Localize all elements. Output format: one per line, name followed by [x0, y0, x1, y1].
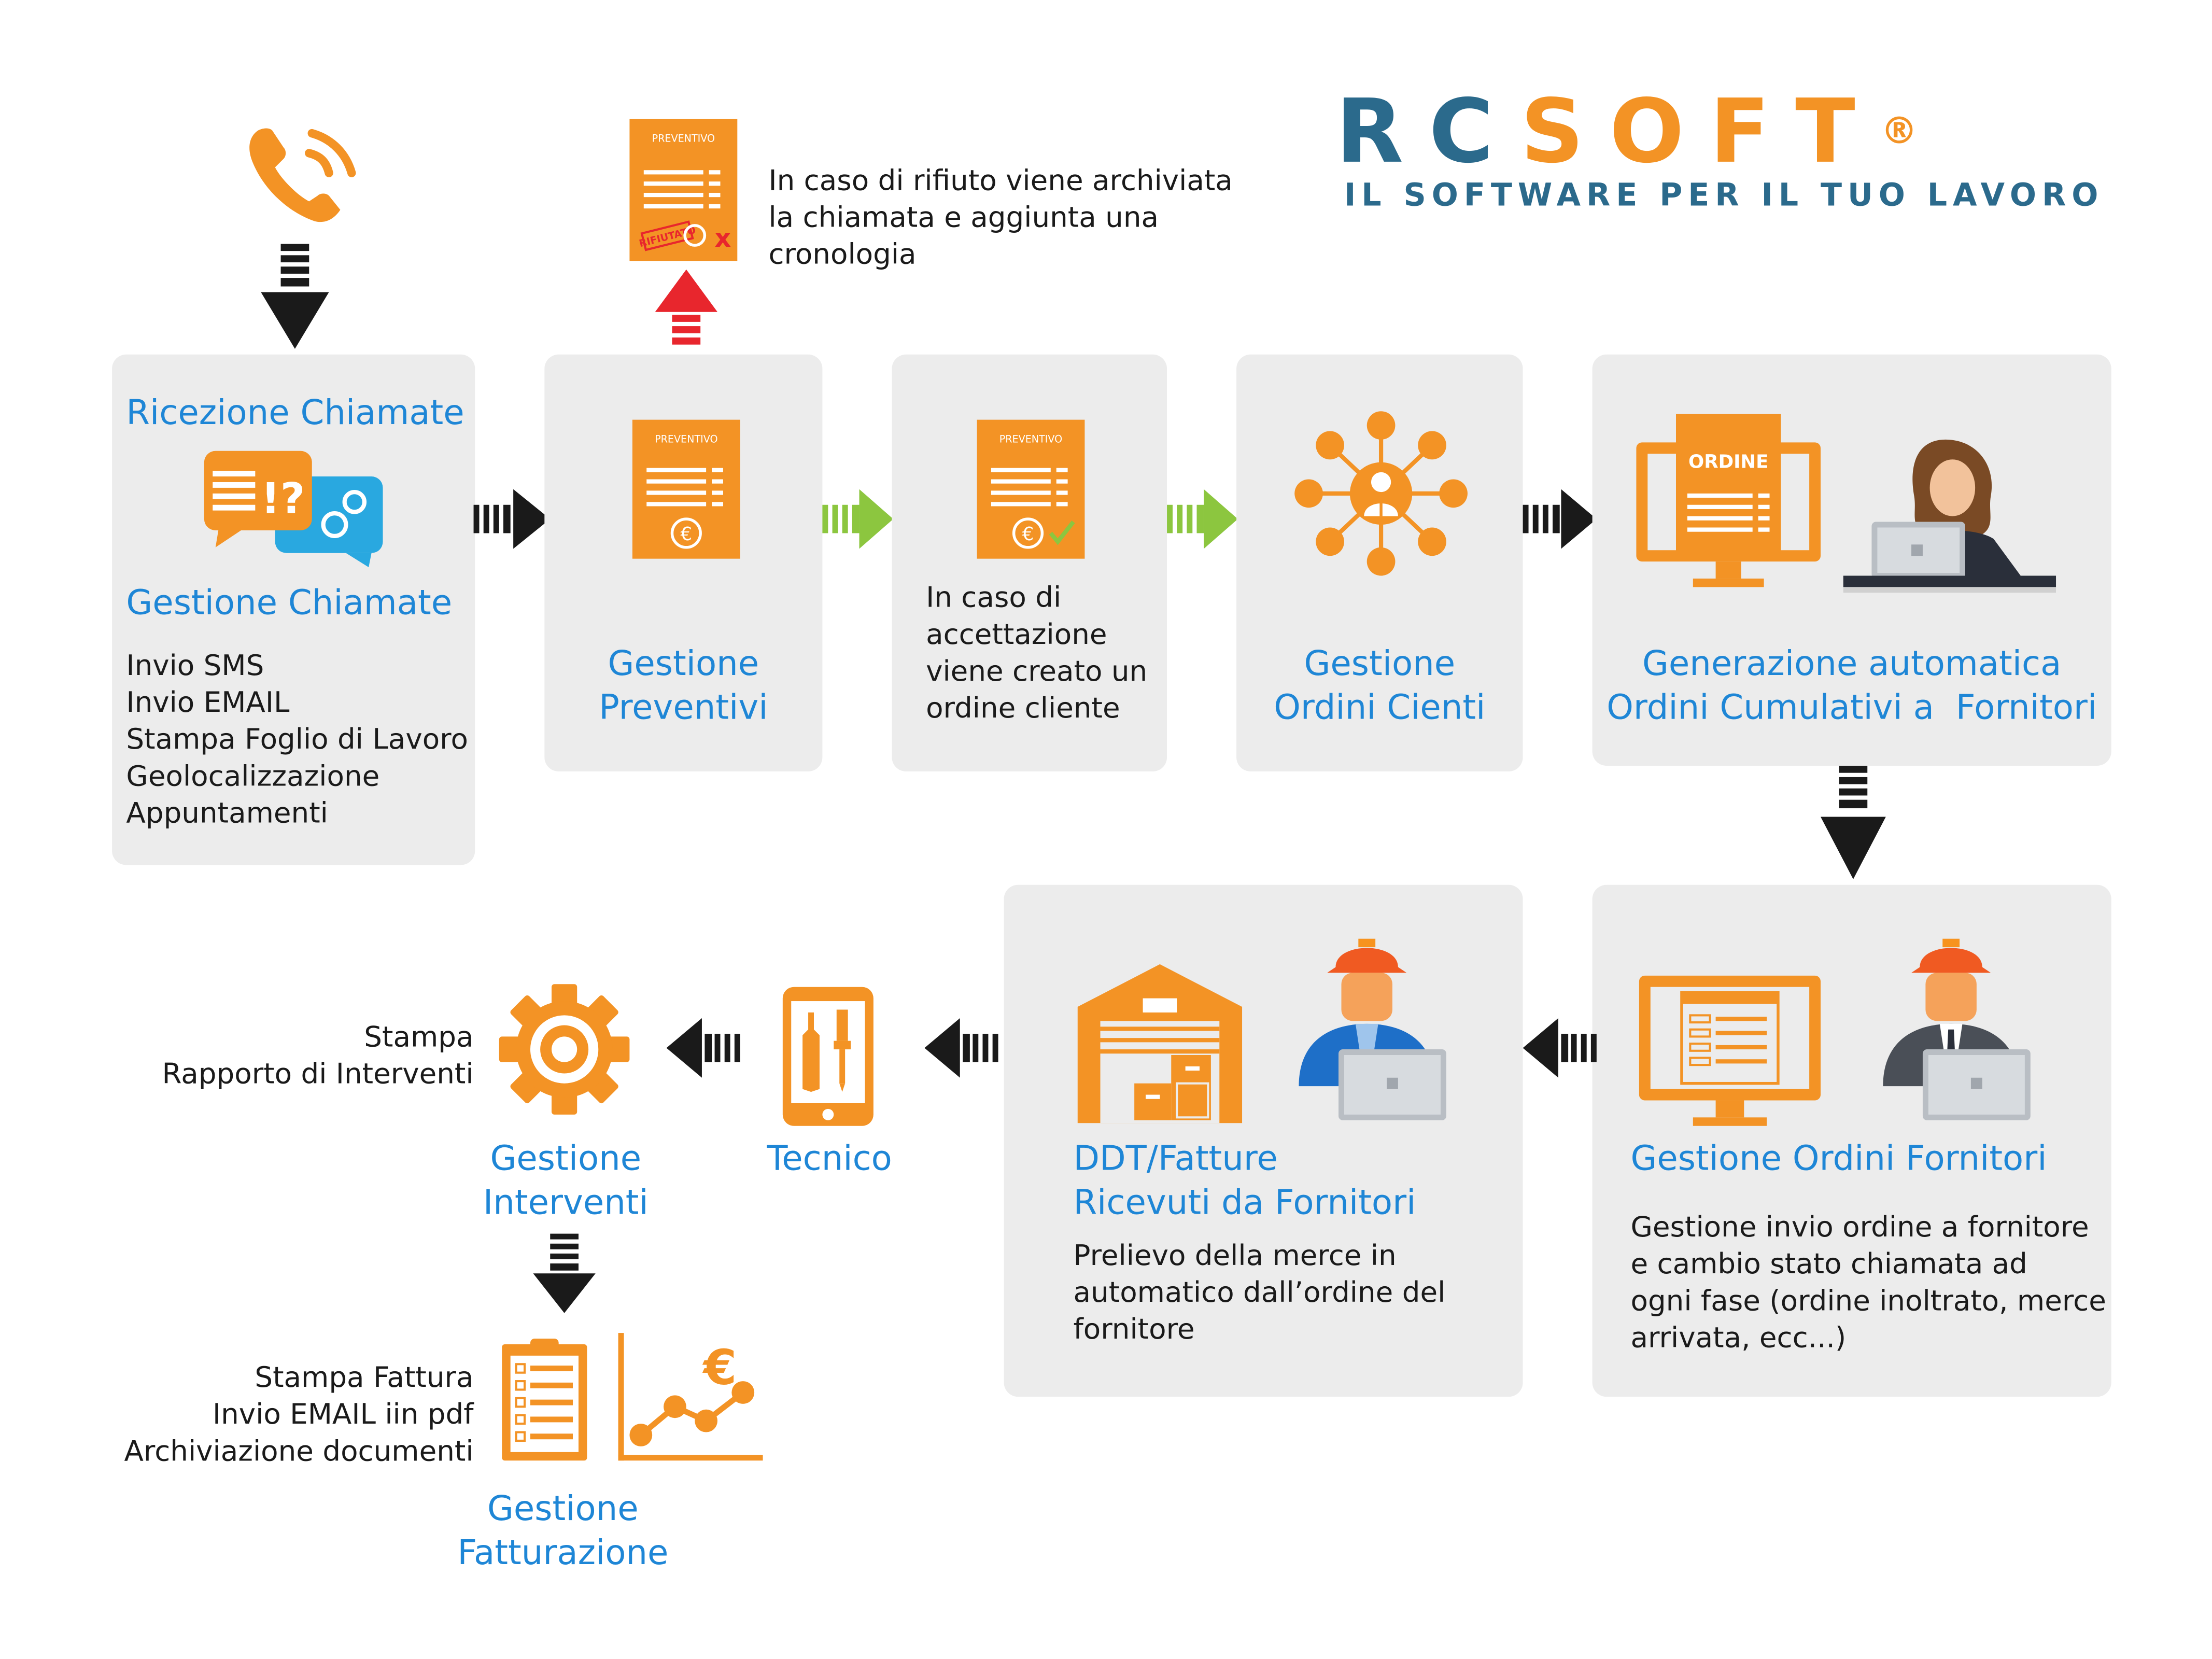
step-ddt-line: Prelievo della merce in [1073, 1238, 1397, 1272]
accepted-quote-doc-icon: PREVENTIVO € [977, 419, 1085, 559]
step-customer-orders-title: Gestione Ordini Cienti [1236, 642, 1523, 730]
woman-laptop-icon [1843, 439, 2056, 593]
step-interventions-title-line: Interventi [483, 1183, 649, 1222]
logo-wordmark: RCSOFT® [1335, 79, 1918, 183]
svg-text:!?: !? [261, 474, 305, 524]
step-accept-line: viene creato un [926, 653, 1148, 688]
step-calls-item: Invio SMS [126, 648, 264, 682]
step-quotes-title-line: Preventivi [599, 687, 768, 728]
arrow-right-green [822, 489, 894, 549]
step-interventions-note-line: Rapporto di Interventi [162, 1056, 474, 1091]
gear-icon [499, 984, 630, 1115]
svg-text:€: € [681, 524, 693, 545]
step-customer-orders-title-line: Ordini Cienti [1274, 687, 1486, 728]
network-people-icon [1294, 411, 1468, 576]
step-interventions-note-line: Stampa [364, 1019, 474, 1054]
step-supplier-orders-line: arrivata, ecc...) [1630, 1320, 1847, 1355]
clipboard-checklist-icon [502, 1339, 587, 1461]
step-calls-box [112, 354, 475, 865]
rejection-note-line: In caso di rifiuto viene archiviata [768, 163, 1233, 198]
logo-rc: RC [1335, 79, 1521, 183]
chat-bubbles-icon: !? [204, 451, 383, 568]
step-billing-note: Stampa Fattura Invio EMAIL iin pdf Archi… [85, 1358, 474, 1469]
step-ddt-text: Prelievo della merce in automatico dall’… [1074, 1236, 1446, 1347]
rejected-quote-doc-icon: PREVENTIVO RIFIUTATO x [629, 119, 738, 261]
step-ddt-box [1004, 884, 1523, 1397]
step-calls-title: Ricezione Chiamate [126, 392, 464, 433]
step-calls-subtitle: Gestione Chiamate [126, 583, 453, 623]
step-billing-note-line: Archiviazione documenti [124, 1433, 474, 1468]
step-billing-note-line: Invio EMAIL iin pdf [212, 1397, 474, 1431]
step-billing-title-line: Gestione [487, 1488, 639, 1529]
step-interventions-note: Stampa Rapporto di Interventi [142, 1018, 474, 1092]
accepted-doc-title: PREVENTIVO [999, 433, 1063, 445]
step-ddt-title-line: Ricevuti da Fornitori [1073, 1183, 1416, 1222]
quote-doc-title: PREVENTIVO [655, 433, 718, 445]
svg-text:€: € [1022, 524, 1034, 545]
billing-currency: € [702, 1340, 737, 1396]
rejection-note-line: cronologia [768, 236, 917, 271]
step-calls-item: Geolocalizzazione [126, 758, 380, 793]
arrow-down-black [261, 244, 329, 349]
worker-laptop-icon [1299, 938, 1446, 1120]
step-calls-item: Invio EMAIL [126, 685, 290, 719]
step-supplier-orders-box [1592, 884, 2111, 1397]
svg-text:x: x [715, 223, 731, 253]
rejection-note-line: la chiamata e aggiunta una [768, 200, 1159, 234]
tablet-tools-icon [782, 987, 873, 1126]
logo-registered: ® [1881, 110, 1918, 153]
arrow-right-green [1167, 489, 1238, 549]
arrow-down-black [533, 1233, 596, 1313]
step-quotes-title-line: Gestione [608, 643, 759, 684]
step-billing-note-line: Stampa Fattura [255, 1360, 474, 1394]
warehouse-icon [1077, 964, 1243, 1123]
step-ddt-title-line: DDT/Fatture [1073, 1138, 1278, 1178]
arrow-left-black [924, 1018, 998, 1078]
step-accept-text: In caso di accettazione viene creato un … [926, 579, 1147, 726]
step-accept-line: accettazione [926, 616, 1107, 651]
arrow-left-black [666, 1018, 740, 1078]
step-accept-line: In caso di [926, 580, 1062, 614]
step-supplier-orders-title: Gestione Ordini Fornitori [1630, 1138, 2047, 1178]
arrow-up-red [655, 269, 718, 345]
arrow-down-black [1820, 766, 1886, 879]
order-doc-title: ORDINE [1688, 452, 1768, 473]
step-interventions-title: Gestione Interventi [468, 1137, 664, 1226]
step-supplier-orders-text: Gestione invio ordine a fornitore e camb… [1630, 1208, 2106, 1355]
step-ddt-line: automatico dall’ordine del [1073, 1274, 1446, 1309]
step-calls-item: Stampa Foglio di Lavoro [126, 722, 468, 756]
step-billing-title: Gestione Fatturazione [442, 1487, 683, 1576]
order-list-monitor-icon [1639, 975, 1821, 1126]
quote-doc-icon: PREVENTIVO € [632, 419, 740, 559]
order-monitor-icon: ORDINE [1636, 414, 1821, 587]
step-cumulative-title-line: Ordini Cumulativi a Fornitori [1607, 687, 2097, 728]
step-cumulative-title: Generazione automatica Ordini Cumulativi… [1593, 642, 2111, 730]
step-calls-item: Appuntamenti [126, 795, 328, 830]
logo-soft: SOFT [1520, 79, 1881, 183]
step-technician-title: Tecnico [767, 1138, 892, 1178]
step-ddt-line: fornitore [1073, 1312, 1195, 1346]
arrow-left-black [1523, 1018, 1597, 1078]
step-quotes-title: Gestione Preventivi [544, 642, 822, 730]
arrow-right-black [1523, 489, 1597, 549]
step-supplier-orders-line: Gestione invio ordine a fornitore [1630, 1210, 2089, 1244]
step-ddt-title: DDT/Fatture Ricevuti da Fornitori [1074, 1137, 1416, 1226]
step-calls-items: Invio SMS Invio EMAIL Stampa Foglio di L… [126, 646, 468, 831]
step-accept-line: ordine cliente [926, 691, 1120, 725]
step-interventions-title-line: Gestione [490, 1138, 642, 1178]
step-billing-title-line: Fatturazione [457, 1533, 669, 1573]
arrow-right-black [473, 489, 551, 549]
step-supplier-orders-line: e cambio stato chiamata ad [1630, 1246, 2027, 1281]
step-cumulative-title-line: Generazione automatica [1642, 643, 2062, 684]
phone-icon [249, 128, 356, 222]
rejection-note: In caso di rifiuto viene archiviata la c… [768, 162, 1232, 272]
logo-tagline: IL SOFTWARE PER IL TUO LAVORO [1344, 178, 2104, 215]
rejected-doc-title: PREVENTIVO [652, 133, 715, 145]
worker-laptop-icon [1883, 938, 2031, 1120]
step-customer-orders-title-line: Gestione [1304, 643, 1456, 684]
euro-growth-chart-icon: € [618, 1333, 763, 1461]
step-supplier-orders-line: ogni fase (ordine inoltrato, merce [1630, 1283, 2106, 1318]
